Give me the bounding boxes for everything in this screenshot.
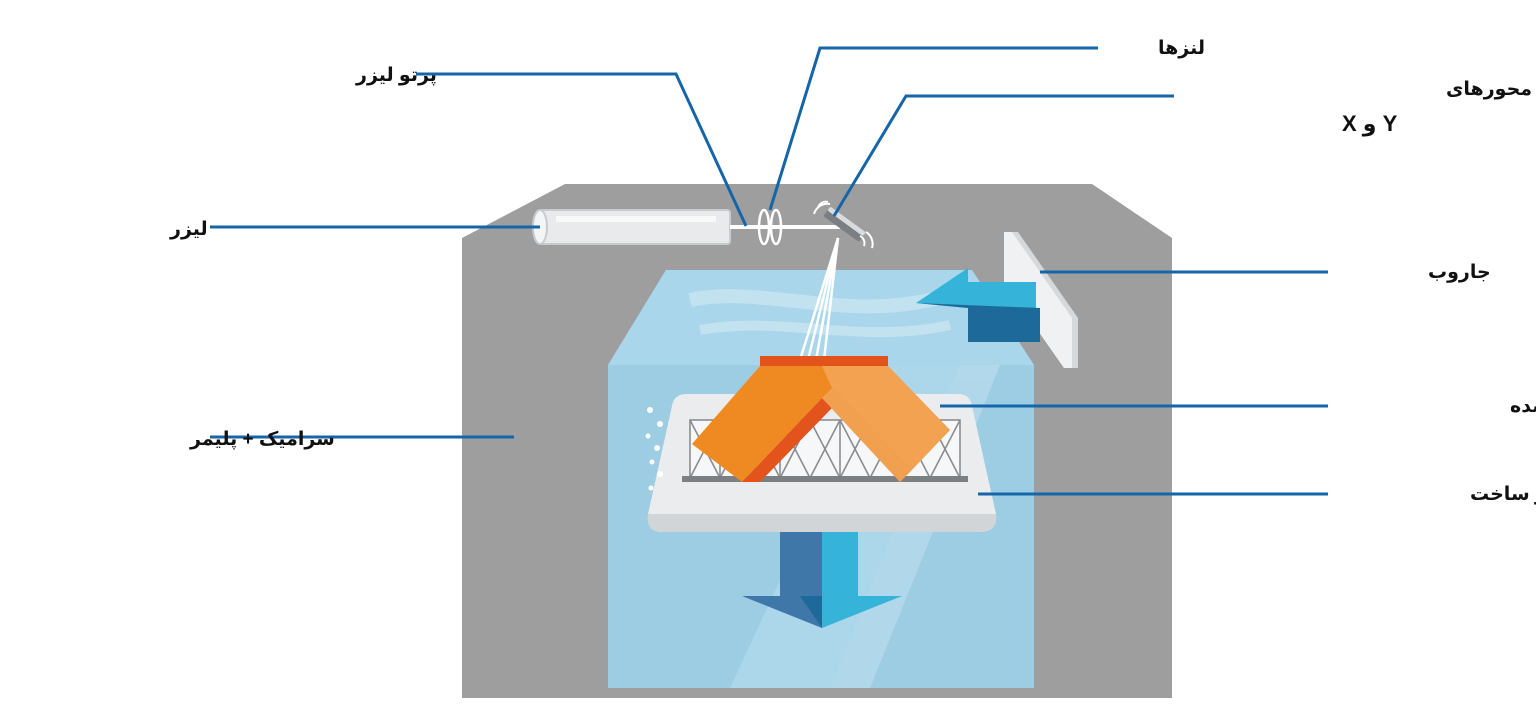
lens-icon	[757, 208, 783, 246]
label-scan-line1: اسکن در راستای محورهای	[1446, 79, 1536, 100]
laser-scan-beams	[798, 237, 840, 361]
label-ceramic-polymer: سرامیک + پلیمر	[189, 429, 335, 450]
leader-laser-beam	[416, 72, 748, 227]
recoater-blade-icon	[1004, 232, 1078, 368]
leader-lenses	[768, 46, 1098, 211]
label-recoater: جاروب	[1428, 262, 1491, 283]
label-scan-line2: X و Y	[1342, 111, 1398, 137]
printed-part	[692, 356, 950, 482]
label-laser-beam: پرتو لیزر	[355, 65, 437, 86]
label-build-bed: بستر ساخت	[1470, 484, 1536, 505]
scan-mirror-icon	[813, 200, 874, 249]
down-arrow-icon	[742, 530, 902, 628]
laser-tube-icon	[532, 209, 731, 245]
leader-lines	[210, 46, 1328, 496]
label-lenses: لنزها	[1158, 38, 1205, 59]
label-laser: لیزر	[169, 219, 208, 240]
leader-scan	[832, 94, 1174, 217]
left-arrow-icon	[916, 268, 1040, 342]
resin-bubbles	[645, 407, 663, 491]
label-printed-part: قسمت تولید شده	[1510, 396, 1536, 417]
